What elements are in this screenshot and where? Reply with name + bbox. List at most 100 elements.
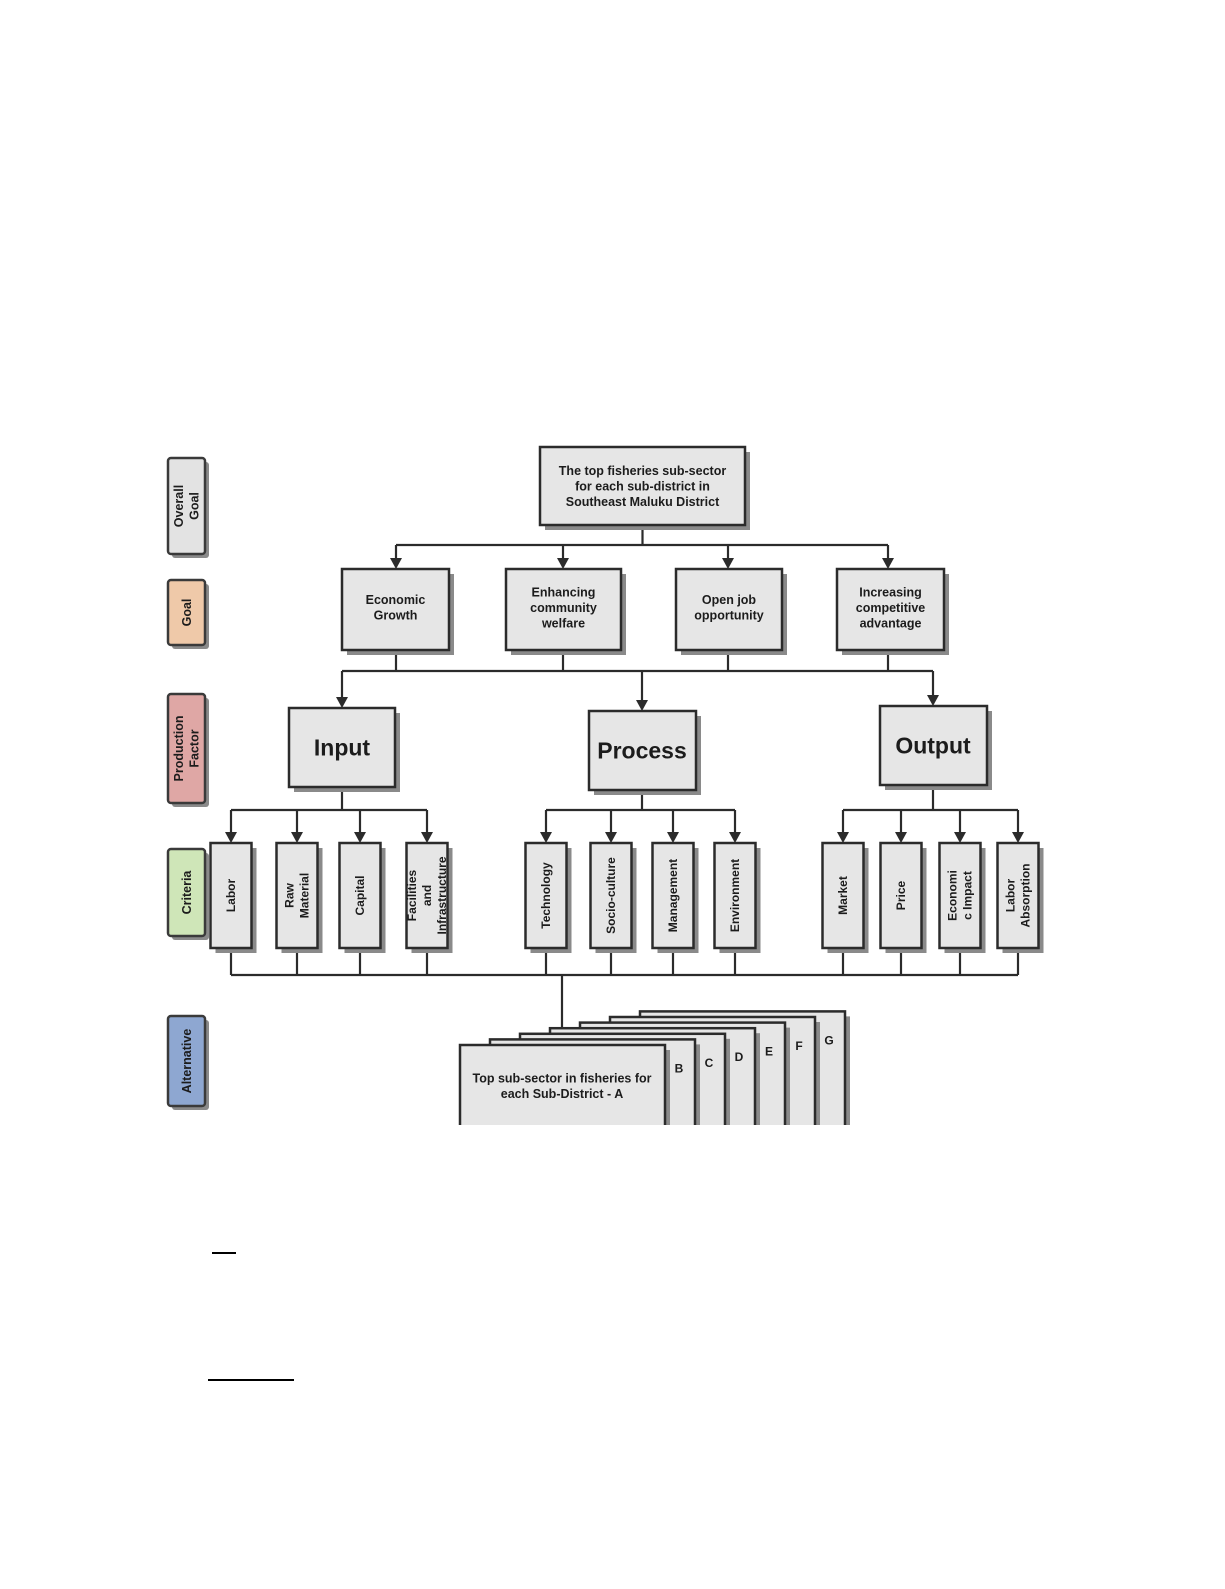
criterion-box-management — [651, 841, 699, 953]
overall-goal-box-frame — [538, 445, 747, 527]
goal-box-increasing-competitive-advantage-frame — [835, 567, 946, 652]
level-label-criteria-frame — [166, 847, 207, 938]
criterion-text-capital: Capital — [353, 875, 367, 915]
criterion-text-raw-material: RawMaterial — [283, 873, 312, 918]
criterion-box-technology — [524, 841, 572, 953]
arrow-to-criterion-raw-material-head — [291, 832, 303, 843]
criterion-text-socio-culture: Socio-culture — [604, 857, 618, 934]
factor-text-process: Process — [597, 738, 687, 764]
overall-goal-box — [538, 445, 750, 530]
arrow-to-criterion-environment-head — [729, 832, 741, 843]
criterion-box-capital — [338, 841, 386, 953]
arrow-to-criterion-management-head — [667, 832, 679, 843]
criterion-box-labor-frame — [209, 841, 253, 950]
criterion-box-capital-frame — [338, 841, 382, 950]
criterion-box-price — [879, 841, 927, 953]
factor-box-process — [587, 709, 701, 795]
alternative-card-a-frame — [458, 1043, 667, 1125]
arrow-to-criterion-facilities-and-infrastructure-head — [421, 832, 433, 843]
arrow-to-criterion-economic-impact-head — [954, 832, 966, 843]
goal-box-economic-growth — [340, 567, 454, 655]
arrow-to-factor-output-head — [927, 695, 939, 706]
criterion-box-socio-culture-frame — [589, 841, 633, 950]
arrow-to-goal-economic-growth-head — [390, 558, 402, 569]
criterion-box-labor-absorption-frame — [996, 841, 1040, 950]
arrow-to-criterion-market-head — [837, 832, 849, 843]
criterion-box-economic-impact — [938, 841, 986, 953]
arrow-to-factor-process-head — [636, 700, 648, 711]
criterion-box-labor — [209, 841, 257, 953]
level-label-alternative-frame — [166, 1014, 207, 1108]
alternative-letter-f: F — [795, 1039, 802, 1053]
goal-box-increasing-competitive-advantage — [835, 567, 949, 655]
criterion-box-environment-frame — [713, 841, 757, 950]
arrow-to-factor-input-head — [336, 697, 348, 708]
factor-box-output — [878, 704, 992, 790]
criterion-box-economic-impact-frame — [938, 841, 982, 950]
level-label-alternative: Alternative — [166, 1014, 209, 1110]
criterion-text-economic-impact: Economic Impact — [946, 870, 975, 921]
criterion-text-technology: Technology — [539, 862, 553, 929]
level-text-alternative: Alternative — [180, 1029, 194, 1094]
arrow-to-goal-open-job-opportunity-head — [722, 558, 734, 569]
footnote-separator-line — [208, 1379, 294, 1381]
criterion-text-labor-absorption: LaborAbsorption — [1004, 864, 1033, 928]
factor-box-input-frame — [287, 706, 397, 789]
criterion-box-socio-culture — [589, 841, 637, 953]
level-label-goal: Goal — [166, 578, 209, 649]
short-underline-mark — [212, 1252, 236, 1254]
alternative-letter-g: G — [824, 1033, 833, 1047]
criterion-box-environment — [713, 841, 761, 953]
arrow-to-criterion-technology-head — [540, 832, 552, 843]
factor-text-input: Input — [314, 735, 371, 761]
arrow-to-criterion-labor-absorption-head — [1012, 832, 1024, 843]
criterion-text-price: Price — [894, 880, 908, 910]
arrow-to-criterion-price-head — [895, 832, 907, 843]
factor-text-output: Output — [895, 733, 971, 759]
arrow-to-goal-increasing-competitive-advantage-head — [882, 558, 894, 569]
level-label-criteria: Criteria — [166, 847, 209, 940]
alternative-letter-b: B — [675, 1061, 684, 1075]
factor-box-process-frame — [587, 709, 698, 792]
criterion-text-labor: Labor — [224, 879, 238, 913]
arrow-to-criterion-capital-head — [354, 832, 366, 843]
criterion-box-facilities-and-infrastructure-frame — [405, 841, 449, 950]
arrow-to-criterion-socio-culture-head — [605, 832, 617, 843]
criterion-text-environment: Environment — [728, 859, 742, 932]
goal-box-open-job-opportunity-frame — [674, 567, 784, 652]
criterion-box-market — [821, 841, 869, 953]
criterion-text-market: Market — [836, 876, 850, 915]
level-text-goal: Goal — [180, 599, 194, 627]
criterion-box-labor-absorption — [996, 841, 1044, 953]
criterion-box-price-frame — [879, 841, 923, 950]
goal-box-enhancing-community-welfare-frame — [504, 567, 623, 652]
criterion-box-technology-frame — [524, 841, 568, 950]
goal-box-open-job-opportunity — [674, 567, 787, 655]
level-label-goal-frame — [166, 578, 207, 647]
level-text-criteria: Criteria — [180, 870, 194, 915]
arrow-to-criterion-labor-head — [225, 832, 237, 843]
criterion-text-management: Management — [666, 859, 680, 932]
criterion-box-facilities-and-infrastructure — [405, 841, 453, 953]
factor-box-output-frame — [878, 704, 989, 787]
alternative-card-a — [458, 1043, 670, 1125]
criterion-text-facilities-and-infrastructure: FacilitiesandInfrastructure — [405, 856, 449, 934]
level-label-overall-goal-frame — [166, 456, 207, 556]
level-label-production-factor-frame — [166, 692, 207, 805]
alternative-letter-c: C — [705, 1056, 714, 1070]
alternative-letter-e: E — [765, 1045, 773, 1059]
criterion-box-market-frame — [821, 841, 865, 950]
factor-box-input — [287, 706, 400, 792]
